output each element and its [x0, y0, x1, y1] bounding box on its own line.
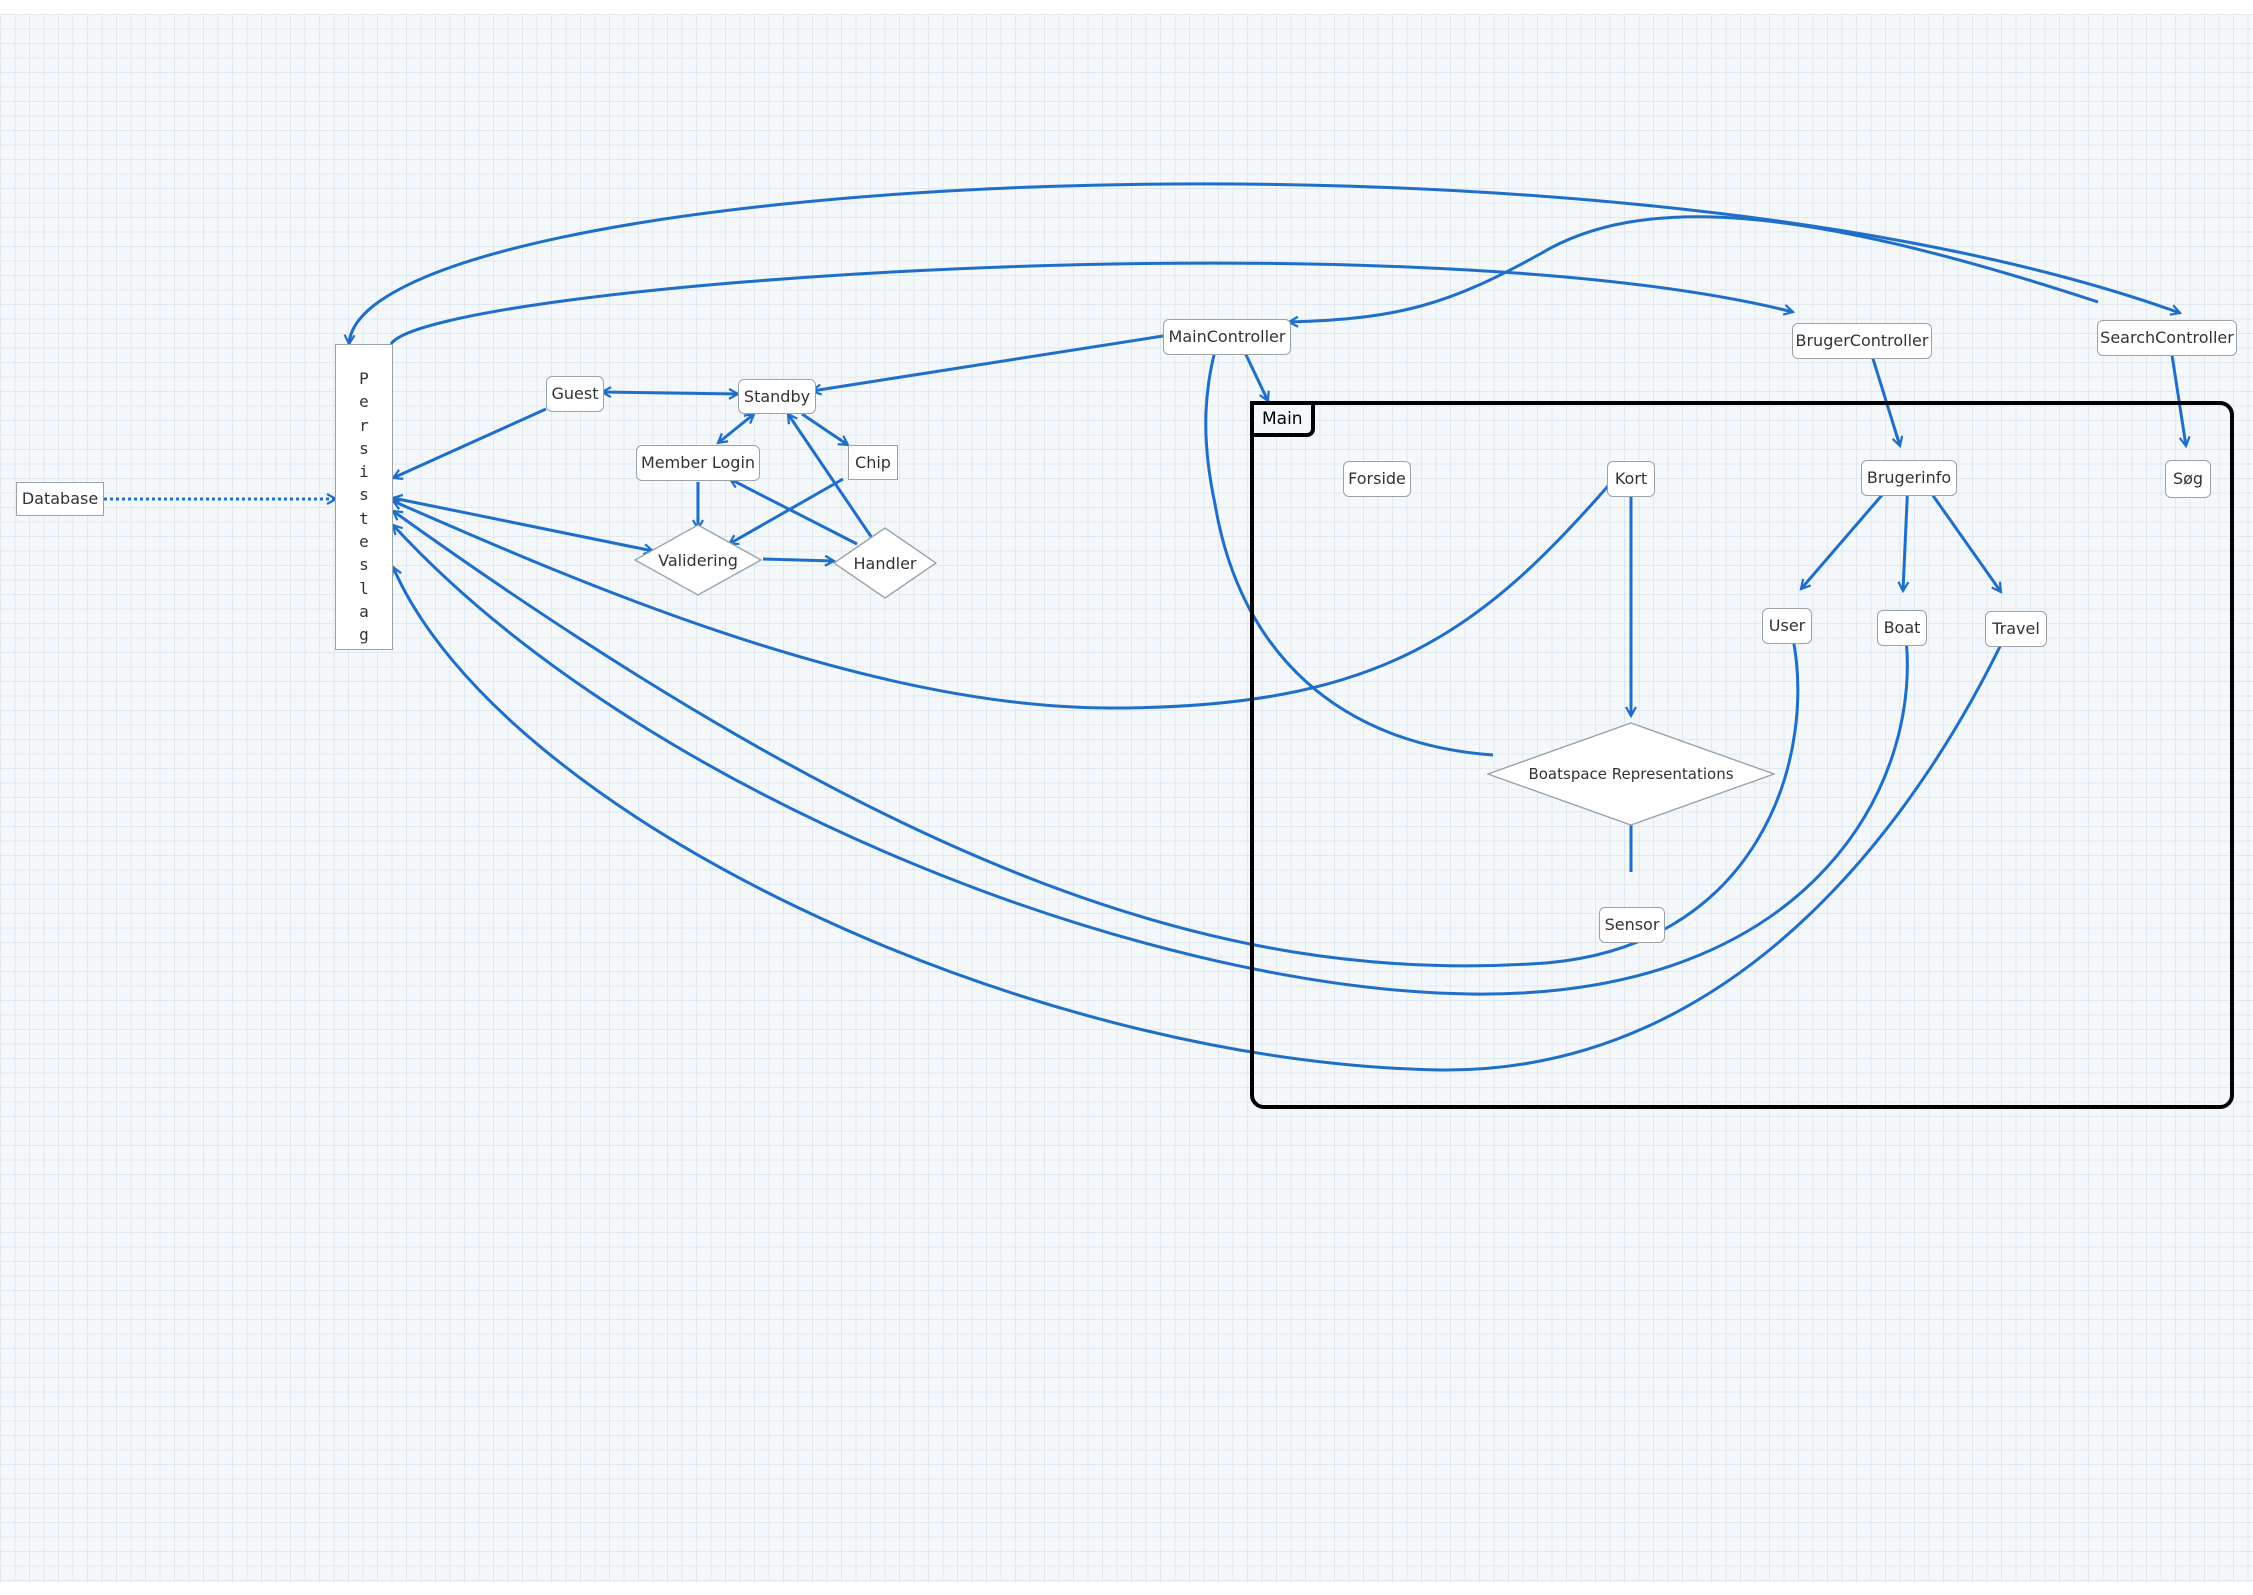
sensor-node[interactable]: Sensor [1599, 907, 1665, 943]
brugerinfo-node[interactable]: Brugerinfo [1861, 460, 1957, 496]
sog-label: Søg [2172, 469, 2204, 488]
bruger-controller-label: BrugerController [1795, 331, 1929, 350]
kort-node[interactable]: Kort [1607, 461, 1655, 497]
forside-node[interactable]: Forside [1343, 461, 1411, 497]
edge-persistence-brugercontroller [389, 261, 1793, 345]
boatspace-label: Boatspace Representations [1528, 765, 1733, 783]
edge-travel-persistence [393, 567, 2007, 1072]
search-controller-node[interactable]: SearchController [2097, 320, 2237, 356]
sog-node[interactable]: Søg [2165, 460, 2211, 498]
edge-maincontroller-standby [812, 334, 1164, 391]
diagram-canvas: Main Database Persisteslag Guest Standby… [0, 14, 2253, 1582]
boat-label: Boat [1883, 618, 1921, 637]
member-login-label: Member Login [640, 453, 756, 472]
guest-label: Guest [551, 384, 599, 403]
sensor-label: Sensor [1604, 915, 1660, 934]
handler-label: Handler [854, 554, 917, 573]
edge-boat-persistence [393, 525, 1907, 996]
edge-brugercontroller-brugerinfo [1868, 348, 1900, 446]
edge-guest-standby [602, 392, 738, 394]
travel-node[interactable]: Travel [1985, 611, 2047, 647]
bruger-controller-node[interactable]: BrugerController [1792, 323, 1932, 359]
main-group-label: Main [1250, 401, 1315, 437]
main-controller-node[interactable]: MainController [1163, 319, 1291, 355]
chip-label: Chip [855, 452, 891, 472]
edge-user-persistence [393, 511, 1800, 968]
guest-node[interactable]: Guest [546, 376, 604, 412]
database-node[interactable]: Database [16, 482, 104, 516]
handler-node[interactable]: Handler [833, 527, 937, 599]
persistence-layer-label: Persisteslag [359, 369, 369, 645]
edge-standby-memberlogin [718, 414, 754, 443]
member-login-node[interactable]: Member Login [636, 445, 760, 481]
edge-guest-persistence [393, 407, 547, 478]
search-controller-label: SearchController [2100, 328, 2234, 347]
travel-label: Travel [1992, 619, 2040, 638]
edge-searchcontroller-sog [2170, 342, 2186, 446]
main-controller-label: MainController [1168, 327, 1286, 346]
chip-node[interactable]: Chip [848, 445, 898, 480]
kort-label: Kort [1614, 469, 1648, 488]
edge-searchcontroller-maincontroller [1289, 215, 2099, 322]
edge-validering-handler [762, 559, 834, 561]
boatspace-node[interactable]: Boatspace Representations [1487, 722, 1775, 826]
persistence-layer-node[interactable]: Persisteslag [335, 344, 393, 650]
boat-node[interactable]: Boat [1877, 610, 1927, 646]
validering-node[interactable]: Validering [634, 524, 762, 596]
edge-persistence-searchcontroller [349, 182, 2180, 344]
database-label: Database [21, 489, 99, 508]
edge-persistence-validering [393, 498, 653, 551]
standby-node[interactable]: Standby [738, 379, 816, 414]
validering-label: Validering [658, 551, 738, 570]
user-node[interactable]: User [1762, 608, 1812, 644]
standby-label: Standby [743, 386, 811, 406]
edge-standby-chip [801, 412, 848, 445]
forside-label: Forside [1348, 469, 1406, 488]
main-group [1250, 401, 2234, 1109]
user-label: User [1768, 616, 1806, 635]
brugerinfo-label: Brugerinfo [1866, 468, 1952, 487]
